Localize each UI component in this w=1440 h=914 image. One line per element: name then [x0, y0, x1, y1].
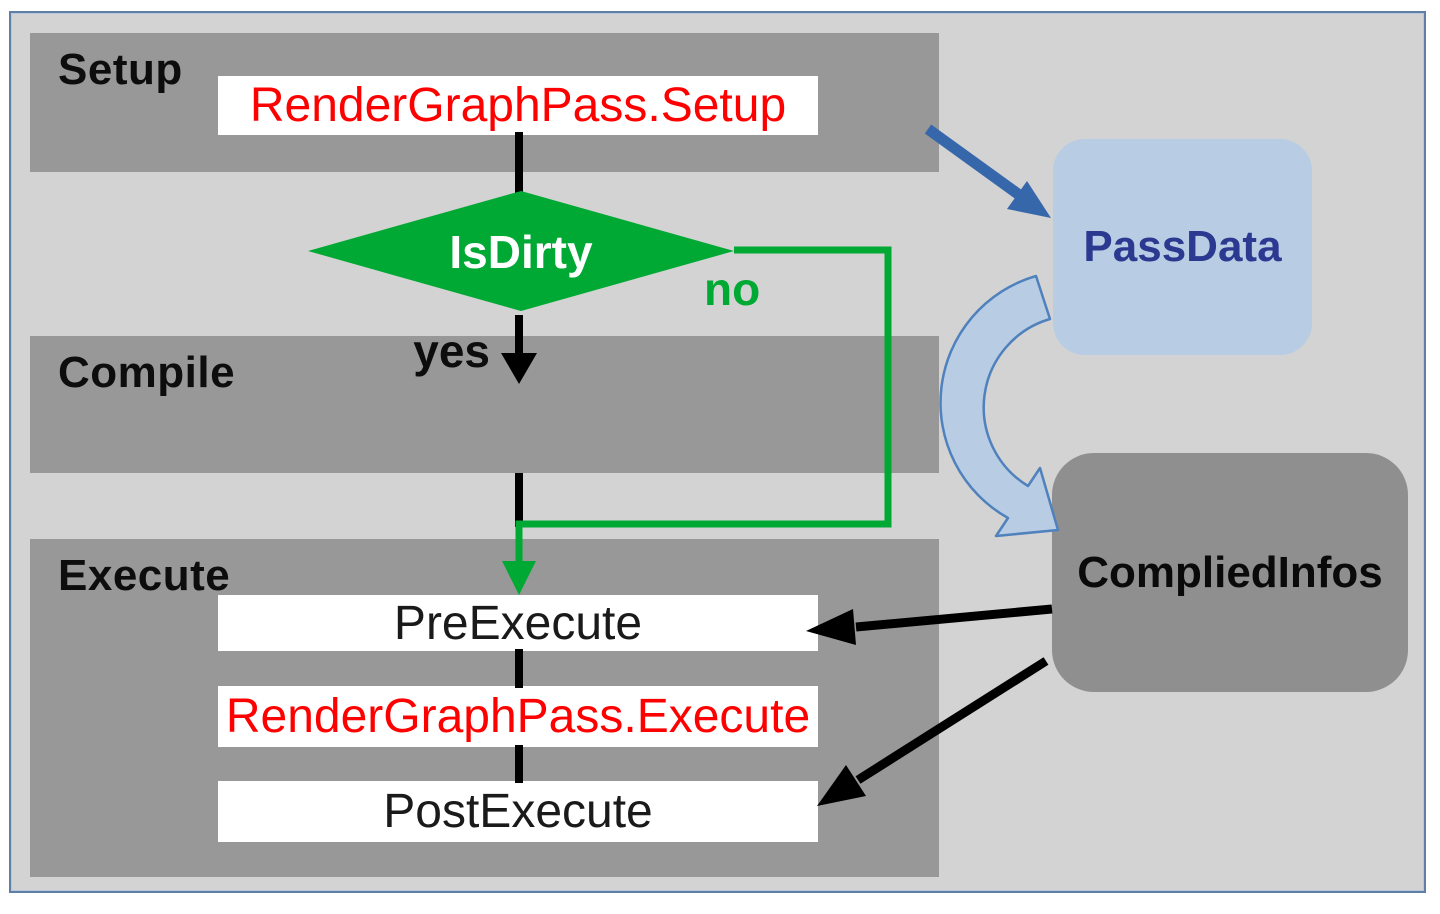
- node-post-execute: PostExecute: [218, 781, 818, 842]
- node-render-graph-pass-execute-label: RenderGraphPass.Execute: [225, 690, 811, 743]
- swimlane-execute-label: Execute: [58, 551, 231, 600]
- node-complied-infos-label: CompliedInfos: [1077, 547, 1383, 597]
- node-pre-execute-label: PreExecute: [393, 596, 643, 650]
- node-pass-data: PassData: [1053, 139, 1312, 355]
- edge-label-no: no: [704, 263, 761, 315]
- node-render-graph-pass-setup-label: RenderGraphPass.Setup: [249, 79, 787, 132]
- swimlane-compile-label: Compile: [58, 348, 236, 397]
- node-render-graph-pass-execute: RenderGraphPass.Execute: [218, 686, 818, 747]
- node-complied-infos: CompliedInfos: [1052, 453, 1408, 692]
- node-pre-execute: PreExecute: [218, 595, 818, 651]
- swimlane-setup-label: Setup: [58, 45, 183, 94]
- decision-label-isdirty: IsDirty: [449, 226, 593, 278]
- edge-label-yes: yes: [413, 325, 490, 377]
- node-render-graph-pass-setup: RenderGraphPass.Setup: [218, 76, 818, 135]
- node-pass-data-label: PassData: [1083, 222, 1282, 271]
- node-post-execute-label: PostExecute: [383, 785, 653, 838]
